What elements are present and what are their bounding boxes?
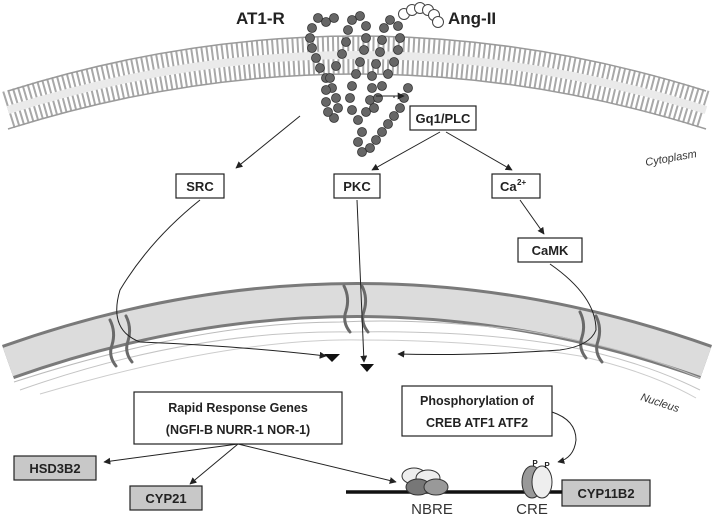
cytoplasm-arrows — [235, 92, 545, 235]
svg-text:PKC: PKC — [343, 179, 371, 194]
cyp21-box: CYP21 — [129, 485, 203, 511]
gene-output-arrows — [103, 411, 577, 485]
svg-text:CaMK: CaMK — [532, 243, 569, 258]
svg-text:CYP11B2: CYP11B2 — [577, 486, 634, 501]
pkc-node: PKC — [333, 173, 381, 199]
svg-text:(NGFI-B NURR-1 NOR-1): (NGFI-B NURR-1 NOR-1) — [166, 423, 310, 437]
svg-text:CREB ATF1 ATF2: CREB ATF1 ATF2 — [426, 416, 528, 430]
svg-text:HSD3B2: HSD3B2 — [29, 461, 80, 476]
nbre-element — [401, 467, 449, 496]
cre-element — [521, 465, 553, 499]
cytoplasm-label: Cytoplasm — [644, 148, 697, 169]
receptor-label: AT1-R — [236, 9, 285, 28]
src-node: SRC — [175, 173, 225, 199]
gq-plc-node: Gq1/PLC — [409, 105, 477, 131]
cyp11b2-box: CYP11B2 — [561, 479, 651, 507]
svg-text:Phosphorylation of: Phosphorylation of — [420, 394, 535, 408]
entry-arrowheads — [324, 354, 374, 372]
nuclear-envelope — [1, 282, 713, 399]
cre-label: CRE — [516, 501, 548, 518]
svg-text:CYP21: CYP21 — [145, 491, 186, 506]
camk-node: CaMK — [517, 237, 583, 263]
svg-text:Rapid Response Genes: Rapid Response Genes — [168, 401, 308, 415]
hsd3b2-box: HSD3B2 — [13, 455, 97, 481]
svg-text:Gq1/PLC: Gq1/PLC — [416, 111, 472, 126]
calcium-node: Ca 2+ — [491, 173, 541, 199]
phospho-p2: P — [544, 461, 550, 470]
ligand-label: Ang-II — [448, 9, 496, 28]
svg-text:Ca: Ca — [500, 179, 517, 194]
nucleus-label: Nucleus — [639, 391, 681, 415]
phospho-p1: P — [532, 459, 538, 468]
svg-text:2+: 2+ — [517, 178, 526, 187]
phosphorylation-box: Phosphorylation of CREB ATF1 ATF2 — [401, 385, 553, 437]
svg-text:SRC: SRC — [186, 179, 214, 194]
ang-ii-ligand — [398, 2, 444, 28]
receptor-coil — [305, 11, 413, 157]
nbre-label: NBRE — [411, 501, 453, 518]
plasma-membrane — [2, 35, 712, 130]
nuclear-pores — [108, 284, 604, 368]
nuclear-import-paths — [116, 199, 597, 363]
rapid-response-genes-box: Rapid Response Genes (NGFI-B NURR-1 NOR-… — [133, 391, 343, 445]
